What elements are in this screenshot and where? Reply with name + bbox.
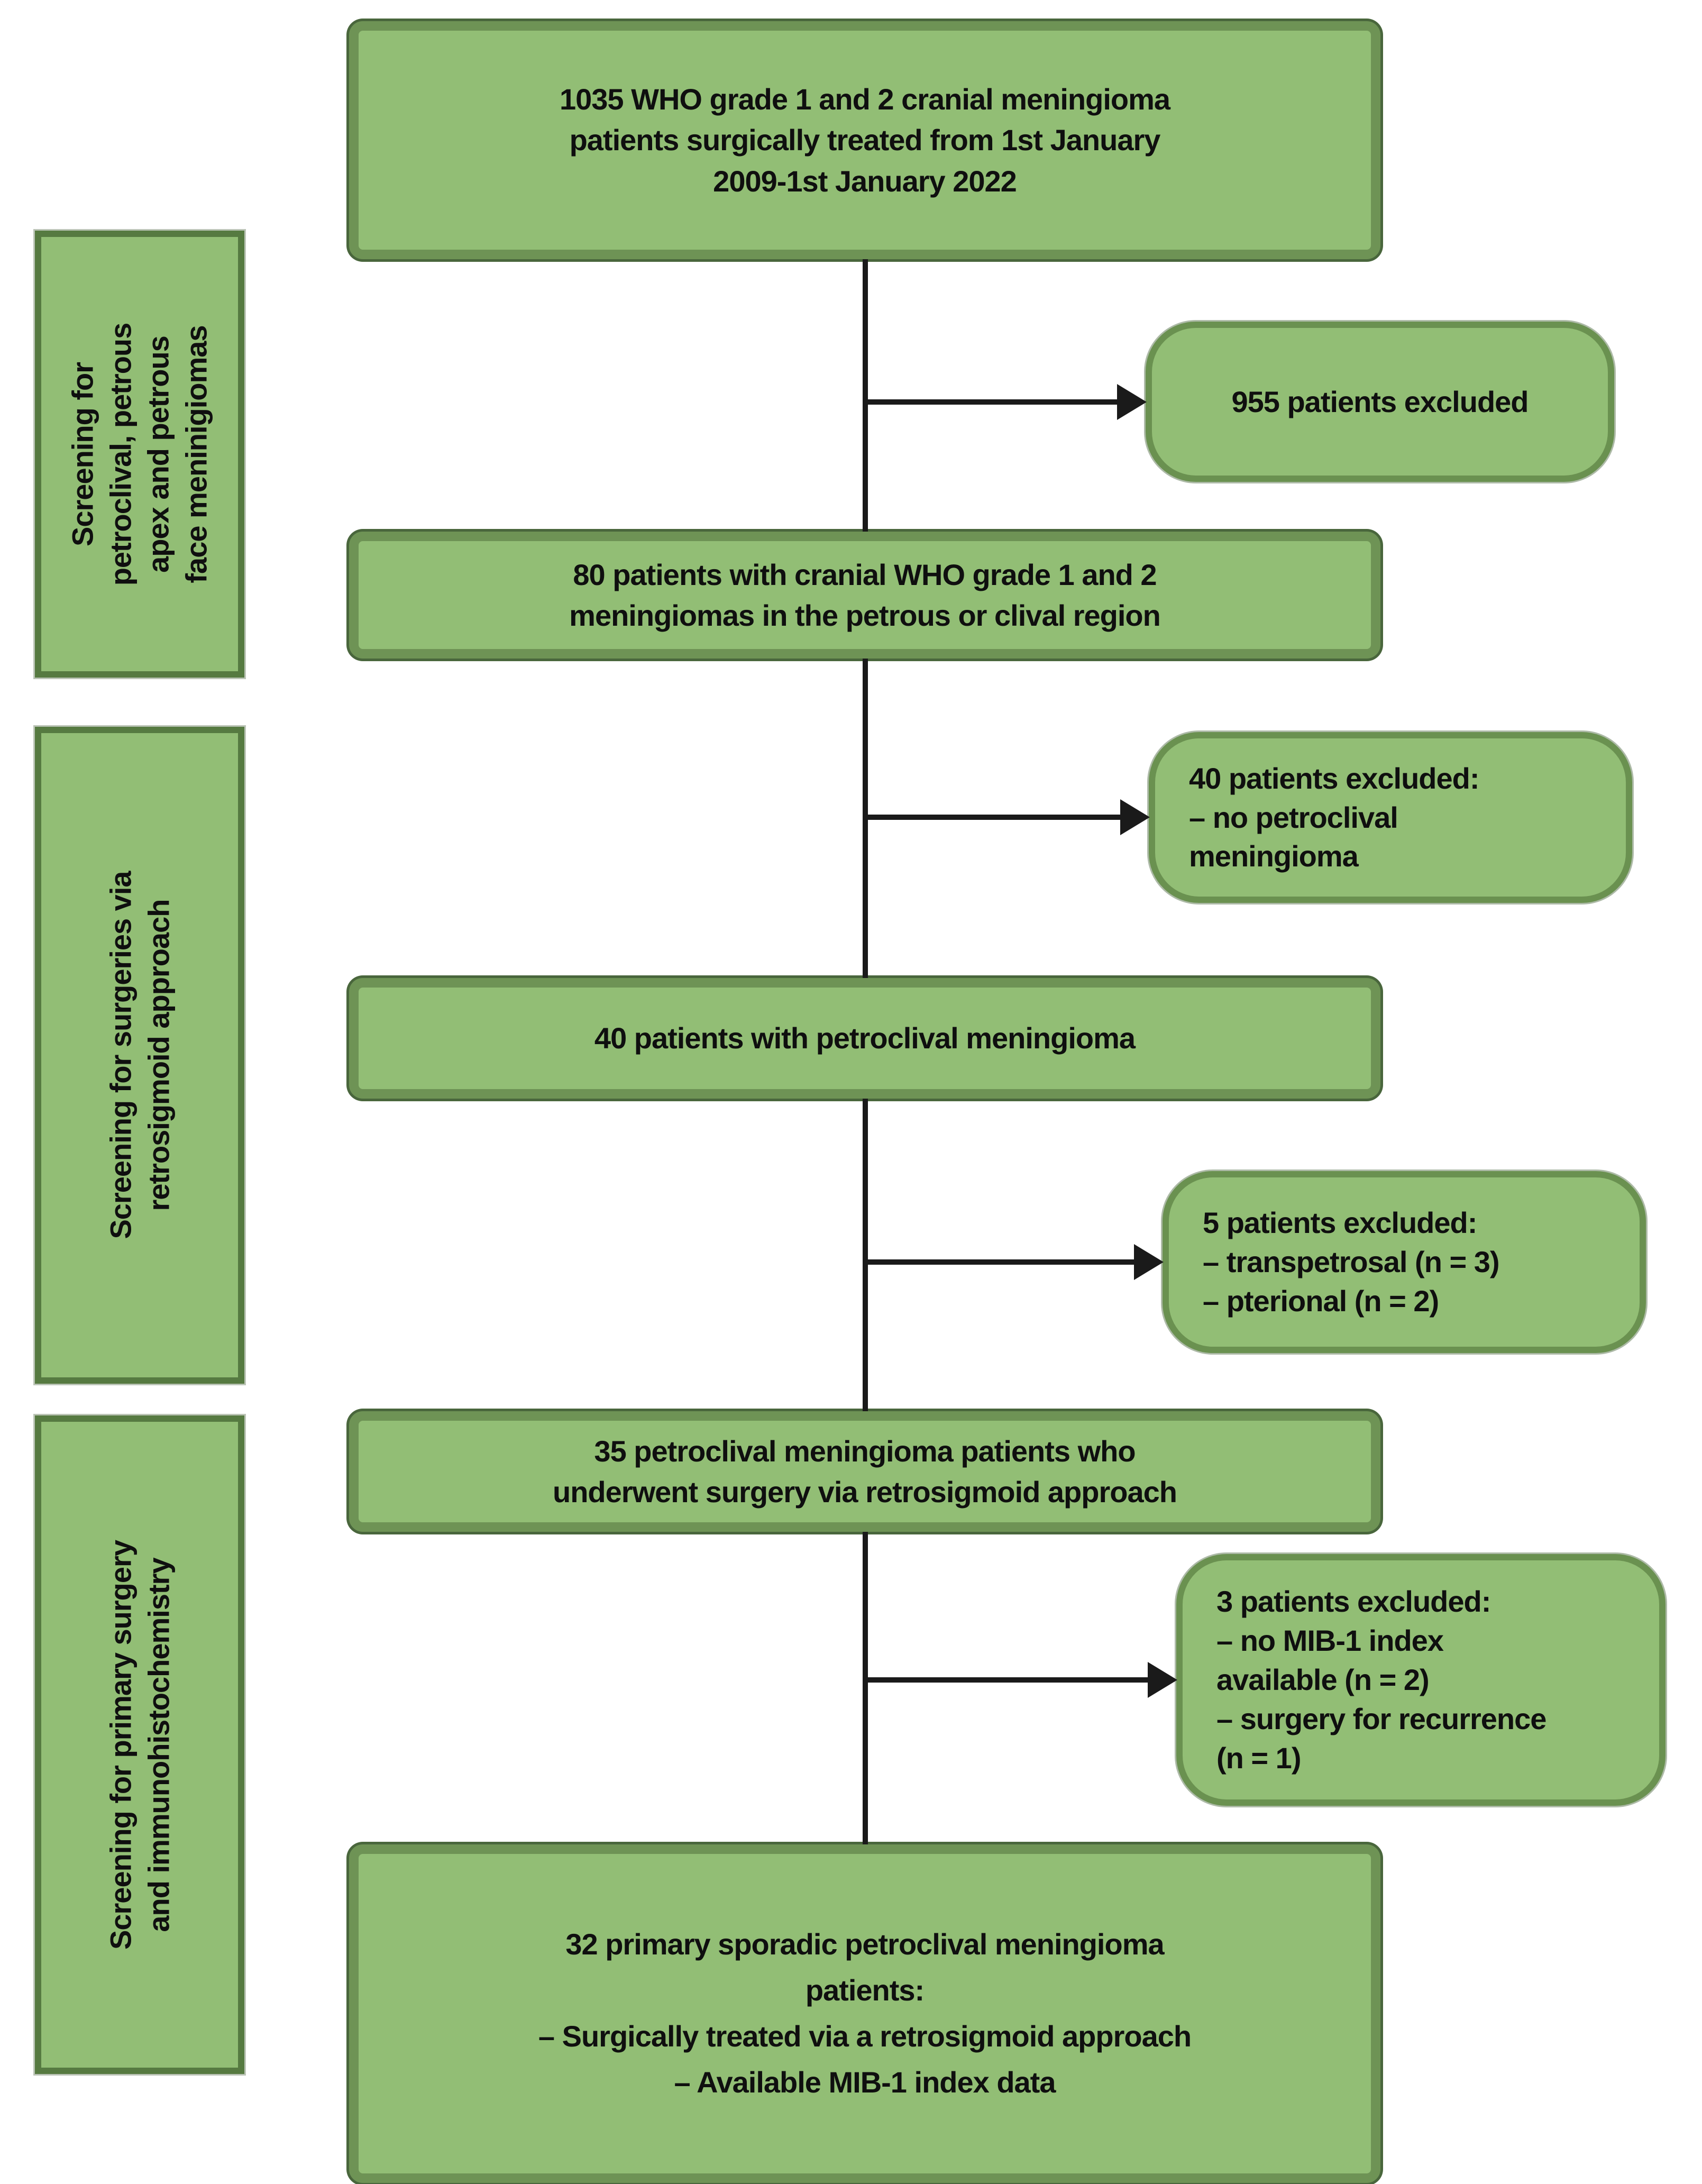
side-label-retrosigmoid-screening: Screening for surgeries via retrosigmoid… bbox=[35, 727, 244, 1384]
flow-box-cohort-80: 80 patients with cranial WHO grade 1 and… bbox=[349, 532, 1380, 659]
side-label-primary-surgery-screening: Screening for primary surgery and immuno… bbox=[35, 1415, 244, 2074]
flow-box-cohort-32: 32 primary sporadic petroclival meningio… bbox=[349, 1844, 1380, 2183]
flow-box-text: 35 petroclival meningioma patients who u… bbox=[553, 1434, 1177, 1509]
arrowhead-icon bbox=[1117, 384, 1147, 420]
side-label-text: Screening for surgeries via retrosigmoid… bbox=[104, 871, 175, 1239]
connector-line-branch bbox=[863, 1677, 1149, 1683]
exclusion-box-text: 3 patients excluded: – no MIB-1 index av… bbox=[1216, 1585, 1547, 1775]
exclusion-box-40: 40 patients excluded: – no petroclival m… bbox=[1149, 732, 1632, 903]
flow-box-text: 1035 WHO grade 1 and 2 cranial meningiom… bbox=[559, 83, 1170, 198]
connector-line-vertical bbox=[863, 1532, 868, 1844]
exclusion-box-955: 955 patients excluded bbox=[1146, 322, 1614, 482]
flow-box-text: 40 patients with petroclival meningioma bbox=[594, 1021, 1136, 1055]
flow-box-cohort-40: 40 patients with petroclival meningioma bbox=[349, 978, 1380, 1099]
side-label-petrous-screening: Screening for petroclival, petrous apex … bbox=[35, 231, 244, 678]
connector-line-branch bbox=[863, 815, 1122, 820]
side-label-text: Screening for petroclival, petrous apex … bbox=[66, 323, 213, 586]
arrowhead-icon bbox=[1148, 1662, 1177, 1698]
exclusion-box-5: 5 patients excluded: – transpetrosal (n … bbox=[1163, 1171, 1646, 1353]
exclusion-box-text: 5 patients excluded: – transpetrosal (n … bbox=[1203, 1206, 1500, 1318]
connector-line-vertical bbox=[863, 259, 868, 532]
exclusion-box-3: 3 patients excluded: – no MIB-1 index av… bbox=[1176, 1554, 1666, 1806]
connector-line-vertical bbox=[863, 1099, 868, 1411]
exclusion-box-text: 40 patients excluded: – no petroclival m… bbox=[1189, 761, 1480, 873]
flow-box-cohort-1035: 1035 WHO grade 1 and 2 cranial meningiom… bbox=[349, 21, 1380, 259]
connector-line-branch bbox=[863, 1259, 1135, 1265]
flow-box-cohort-35: 35 petroclival meningioma patients who u… bbox=[349, 1411, 1380, 1532]
flow-box-text: 32 primary sporadic petroclival meningio… bbox=[538, 1927, 1192, 2099]
side-label-text: Screening for primary surgery and immuno… bbox=[104, 1540, 175, 1950]
flow-box-text: 80 patients with cranial WHO grade 1 and… bbox=[569, 558, 1161, 632]
arrowhead-icon bbox=[1134, 1244, 1164, 1280]
arrowhead-icon bbox=[1120, 799, 1150, 835]
exclusion-box-text: 955 patients excluded bbox=[1231, 385, 1529, 418]
connector-line-branch bbox=[863, 399, 1121, 405]
